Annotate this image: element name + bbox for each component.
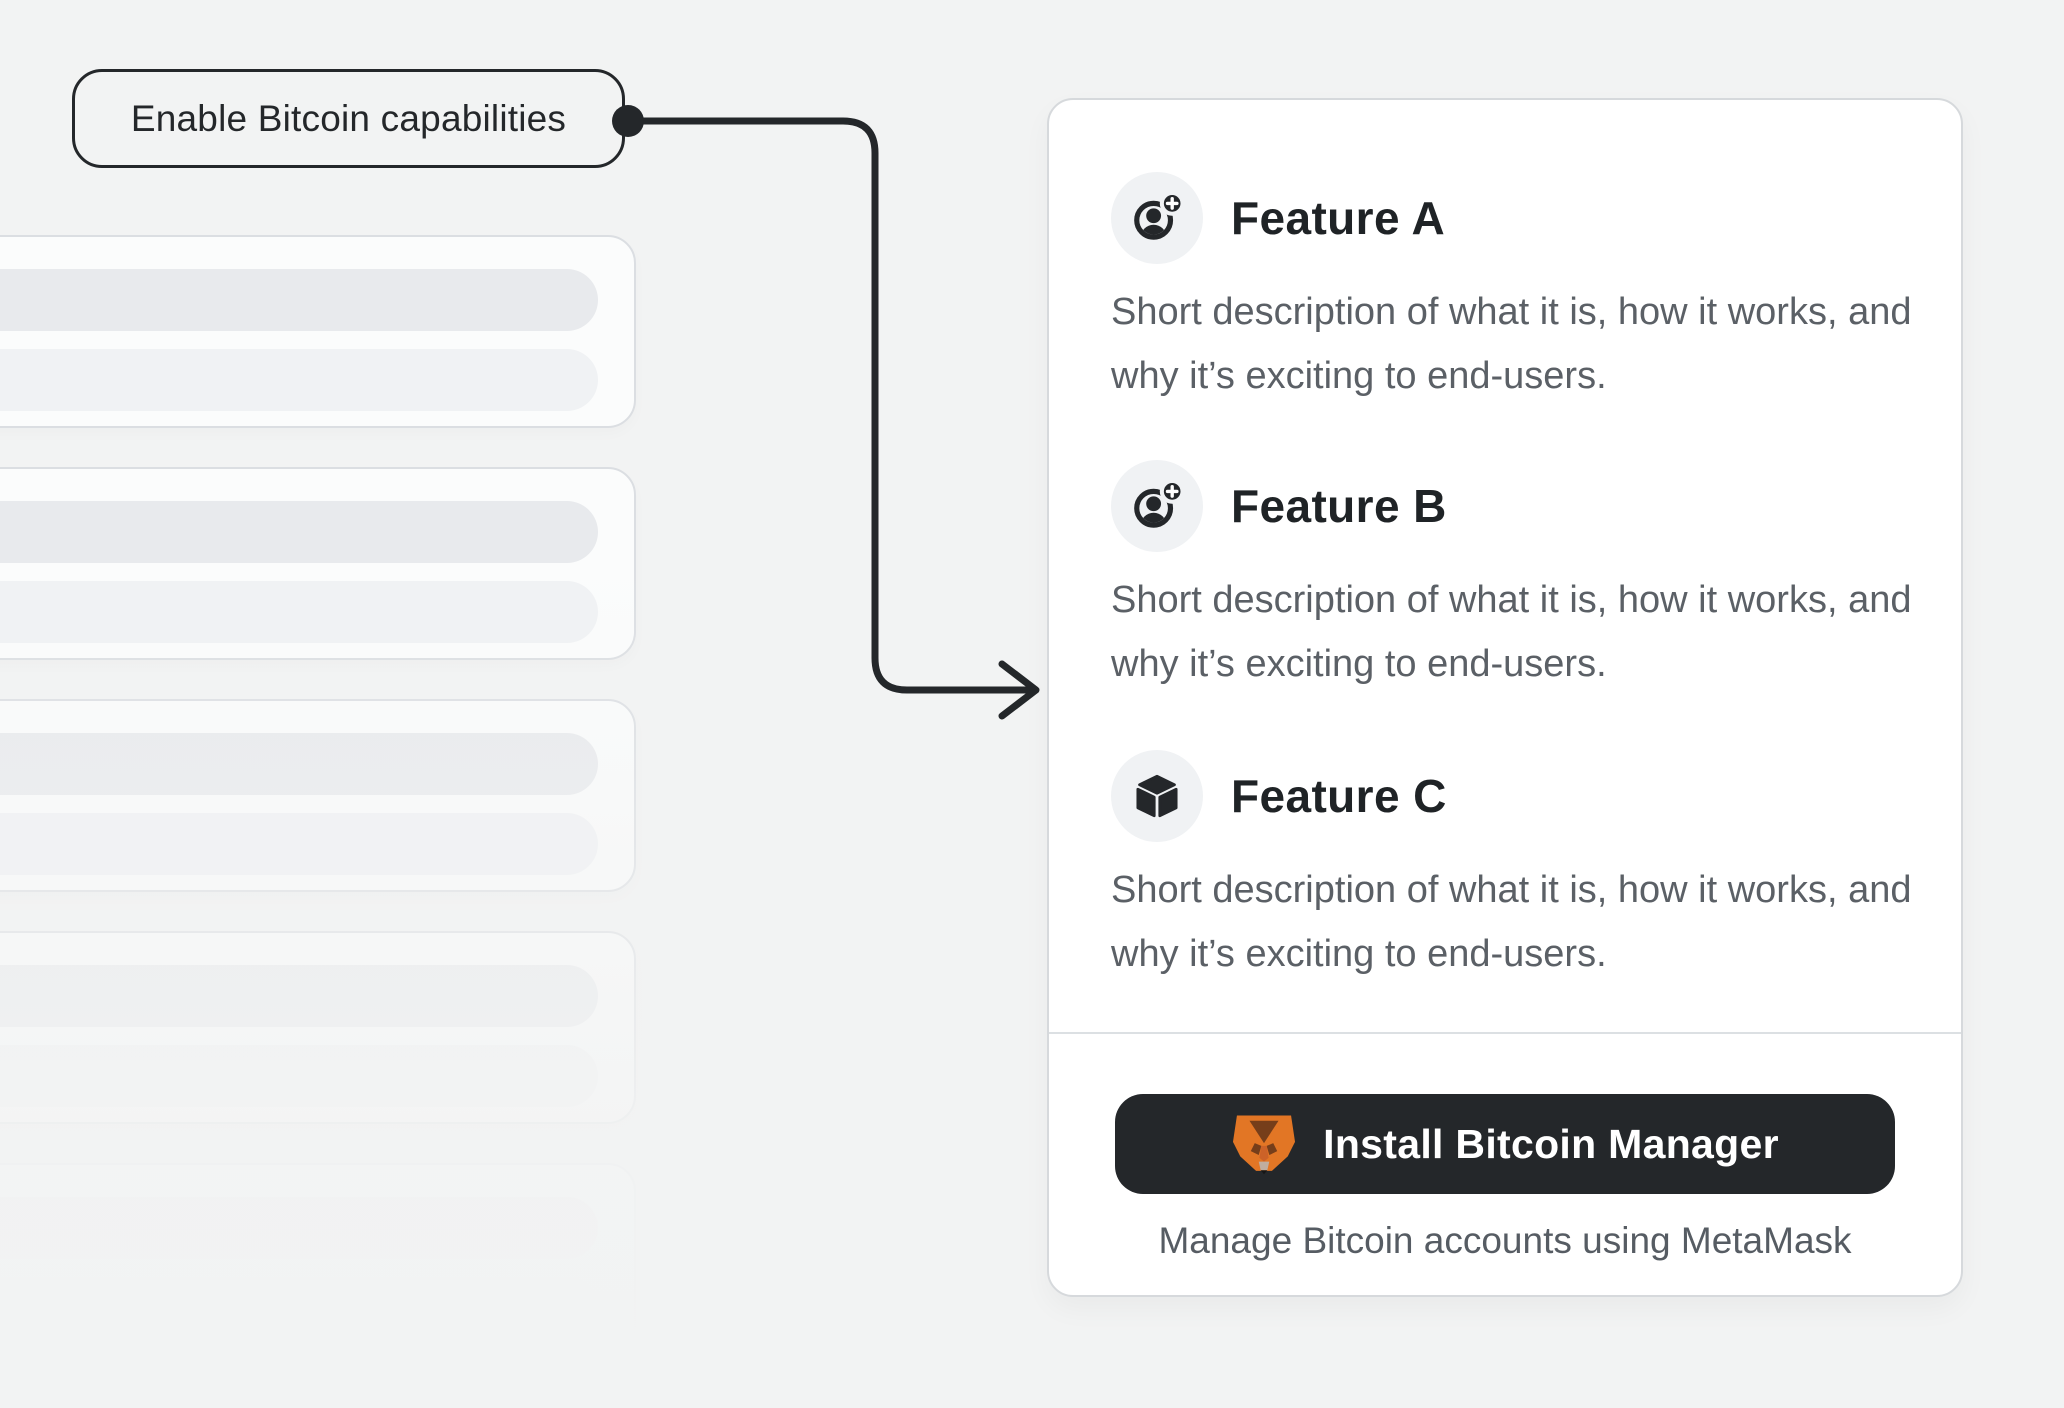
skeleton-bar <box>0 813 598 875</box>
skeleton-bar <box>0 501 598 563</box>
callout-label-text: Enable Bitcoin capabilities <box>130 97 567 139</box>
skeleton-bar <box>0 733 598 795</box>
feature-card: Feature A Short description of what it i… <box>1047 98 1963 1297</box>
feature-header: Feature A <box>1111 172 1923 264</box>
feature-item-a: Feature A Short description of what it i… <box>1111 172 1923 408</box>
skeleton-bar <box>0 581 598 643</box>
feature-description: Short description of what it is, how it … <box>1111 869 1912 975</box>
feature-title: Feature A <box>1231 192 1446 244</box>
skeleton-card <box>0 235 636 428</box>
feature-description: Short description of what it is, how it … <box>1111 579 1912 685</box>
feature-header: Feature C <box>1111 750 1923 842</box>
skeleton-bar <box>0 1197 598 1259</box>
skeleton-card <box>0 1163 636 1356</box>
skeleton-bar <box>0 1045 598 1107</box>
install-bitcoin-manager-button[interactable]: Install Bitcoin Manager <box>1115 1094 1895 1194</box>
feature-title: Feature B <box>1231 480 1447 532</box>
skeleton-bar <box>0 965 598 1027</box>
skeleton-bar <box>0 349 598 411</box>
feature-header: Feature B <box>1111 460 1923 552</box>
account-add-icon <box>1111 460 1203 552</box>
footer-caption: Manage Bitcoin accounts using MetaMask <box>1158 1220 1852 1261</box>
metamask-fox-icon <box>1231 1114 1297 1175</box>
skeleton-bar <box>0 269 598 331</box>
feature-item-b: Feature B Short description of what it i… <box>1111 460 1923 696</box>
feature-title: Feature C <box>1231 770 1447 822</box>
account-add-icon <box>1111 172 1203 264</box>
callout-label: Enable Bitcoin capabilities <box>72 69 625 168</box>
feature-description: Short description of what it is, how it … <box>1111 291 1912 397</box>
skeleton-bar <box>0 1277 598 1339</box>
skeleton-card <box>0 699 636 892</box>
card-footer: Install Bitcoin Manager Manage Bitcoin a… <box>1049 1032 1961 1295</box>
skeleton-card <box>0 467 636 660</box>
skeleton-card <box>0 931 636 1124</box>
cube-icon <box>1111 750 1203 842</box>
install-button-label: Install Bitcoin Manager <box>1323 1120 1779 1167</box>
feature-item-c: Feature C Short description of what it i… <box>1111 750 1923 986</box>
